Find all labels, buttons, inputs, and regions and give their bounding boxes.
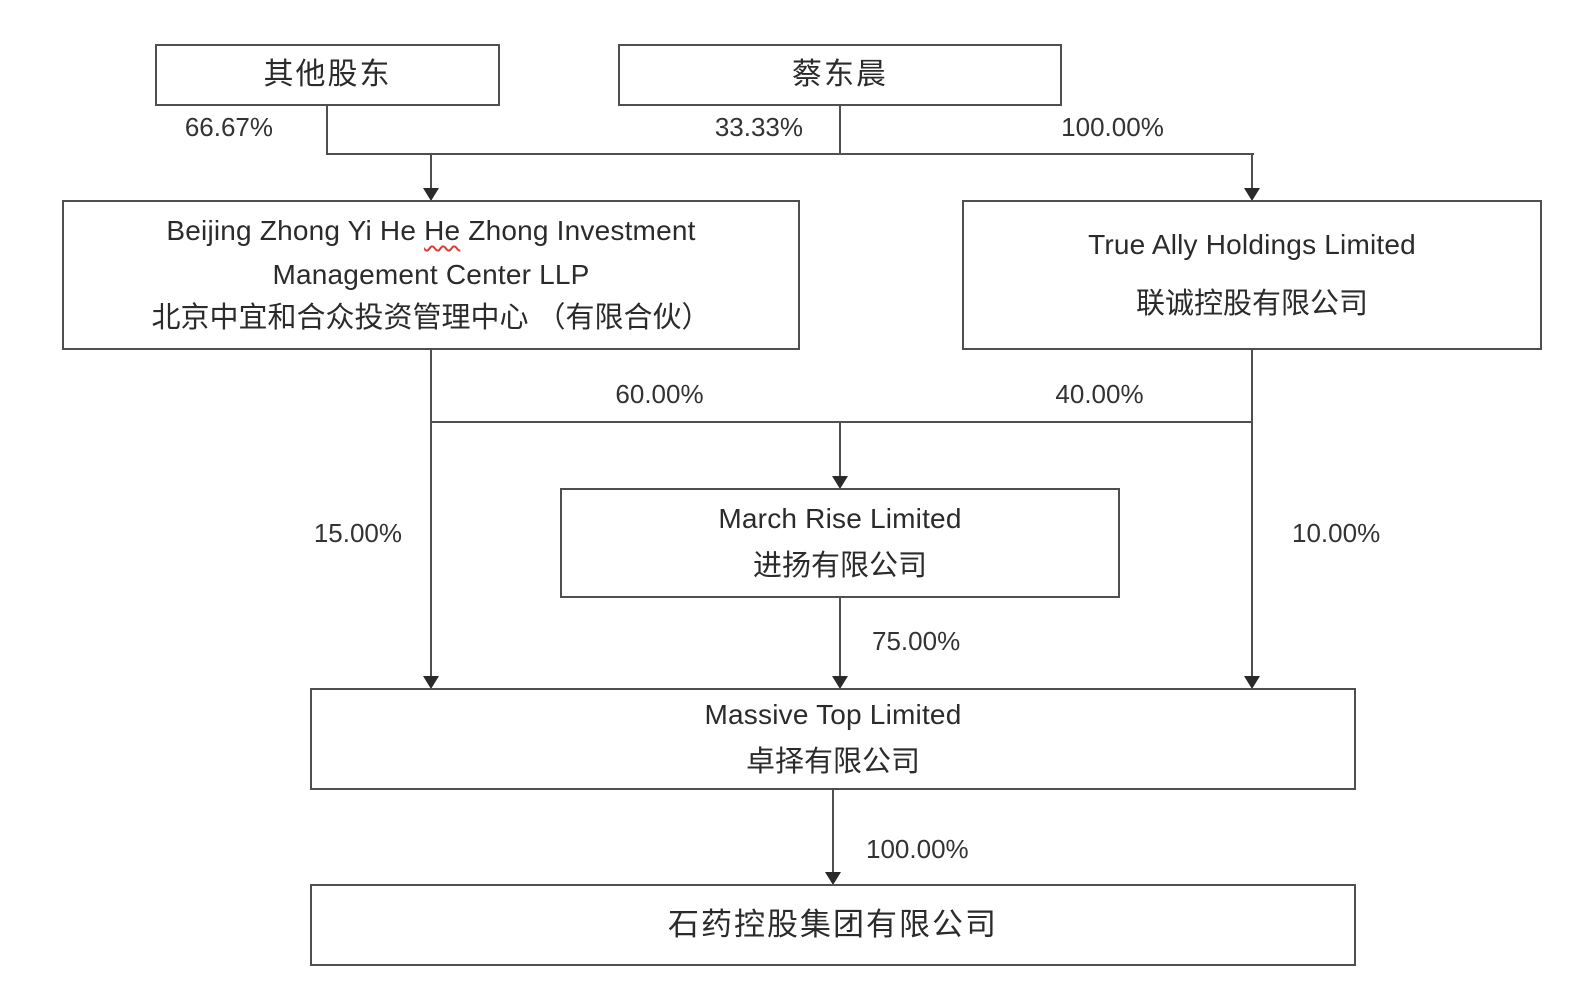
- edge-label-beijing-to-massive: 15.00%: [313, 518, 402, 548]
- arrowhead-into-march: [832, 476, 848, 489]
- edge-label-cai-to-beijing: 33.33%: [714, 112, 803, 142]
- edge-line-massive-to-cspc: [832, 790, 834, 872]
- company-name-en-line2: Management Center LLP: [272, 258, 590, 290]
- arrowhead-into-beijing: [423, 188, 439, 201]
- edge-line-mid-bus: [430, 421, 1253, 423]
- edge-line-true-ally-to-massive: [1251, 350, 1253, 676]
- edge-label-true-ally-to-march: 40.00%: [1055, 379, 1144, 409]
- node-massive-top: Massive Top Limited 卓择有限公司: [310, 688, 1356, 790]
- company-name-cn: 北京中宜和合众投资管理中心 （有限合伙）: [151, 301, 711, 334]
- node-cspc-holding: 石药控股集团有限公司: [310, 884, 1356, 966]
- company-name-cn: 卓择有限公司: [745, 746, 920, 779]
- edge-label-true-ally-to-massive: 10.00%: [1292, 518, 1381, 548]
- arrowhead-beijing-into-massive: [423, 676, 439, 689]
- edge-label-massive-to-cspc: 100.00%: [866, 834, 969, 864]
- company-name-cn: 进扬有限公司: [752, 550, 927, 583]
- node-true-ally-holdings: True Ally Holdings Limited 联诚控股有限公司: [962, 200, 1542, 350]
- edge-label-cai-to-true-ally: 100.00%: [1061, 112, 1164, 142]
- node-beijing-zhongyi-hehe-zhong: Beijing Zhong Yi He He Zhong Investment …: [62, 200, 800, 350]
- edge-line-cai-dongchen-down: [839, 106, 841, 155]
- node-label: 其他股东: [263, 58, 392, 92]
- edge-line-march-to-massive: [839, 598, 841, 677]
- edge-line-bus-to-march: [839, 421, 841, 476]
- arrowhead-march-into-massive: [832, 676, 848, 689]
- edge-line-top-bus: [326, 153, 1254, 155]
- company-name-en: March Rise Limited: [718, 502, 962, 534]
- edge-line-bus-to-beijing: [430, 153, 432, 189]
- edge-line-beijing-to-massive: [430, 350, 432, 676]
- company-name-en: Massive Top Limited: [704, 698, 962, 730]
- company-name-cn: 联诚控股有限公司: [1135, 288, 1368, 321]
- company-name-en-line1: Beijing Zhong Yi He He Zhong Investment: [166, 209, 695, 252]
- spellcheck-flagged-word: He: [424, 215, 461, 247]
- edge-line-bus-to-true-ally: [1251, 153, 1253, 189]
- arrowhead-into-true-ally: [1244, 188, 1260, 201]
- company-name-en: True Ally Holdings Limited: [1088, 228, 1416, 260]
- edge-label-other-to-beijing: 66.67%: [184, 112, 273, 142]
- node-cai-dongchen: 蔡东晨: [618, 44, 1062, 106]
- node-other-shareholders: 其他股东: [155, 44, 500, 106]
- arrowhead-true-ally-into-massive: [1244, 676, 1260, 689]
- company-name-cn: 石药控股集团有限公司: [668, 906, 998, 942]
- company-name-en-line1-post: Zhong Investment: [468, 215, 696, 247]
- edge-label-beijing-to-march: 60.00%: [615, 379, 704, 409]
- arrowhead-into-cspc: [825, 872, 841, 885]
- edge-line-other-shareholders-down: [326, 106, 328, 155]
- edge-label-march-to-massive: 75.00%: [872, 626, 961, 656]
- node-march-rise: March Rise Limited 进扬有限公司: [560, 488, 1120, 598]
- node-label: 蔡东晨: [792, 58, 888, 92]
- company-name-en-line1-pre: Beijing Zhong Yi He: [166, 215, 417, 247]
